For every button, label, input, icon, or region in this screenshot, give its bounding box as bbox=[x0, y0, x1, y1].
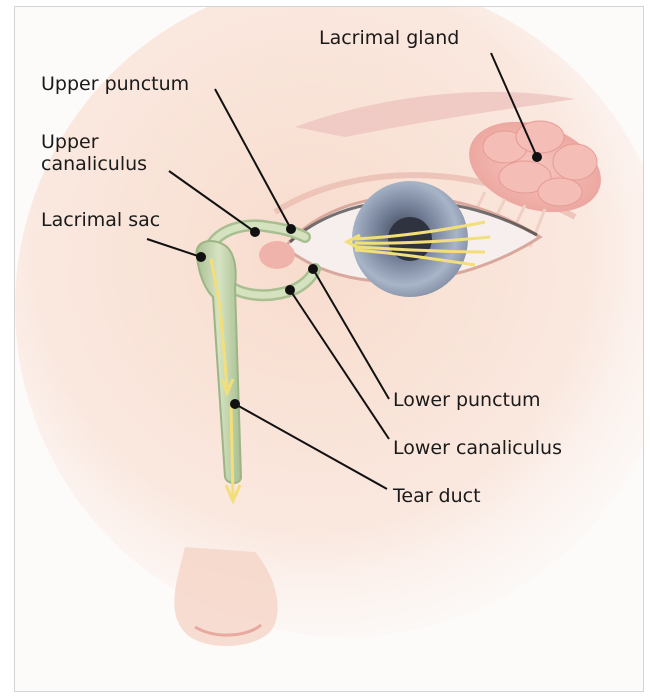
label-lower-canaliculus: Lower canaliculus bbox=[393, 437, 562, 459]
label-lacrimal-gland: Lacrimal gland bbox=[319, 27, 459, 49]
label-tear-duct: Tear duct bbox=[393, 485, 481, 507]
label-lower-punctum: Lower punctum bbox=[393, 389, 541, 411]
label-lacrimal-sac: Lacrimal sac bbox=[41, 209, 160, 231]
label-upper-canaliculus-line1: Upper bbox=[41, 131, 99, 153]
eye-anatomy-illustration bbox=[15, 7, 643, 691]
label-upper-canaliculus-line2: canaliculus bbox=[41, 153, 147, 175]
caruncle bbox=[259, 241, 295, 269]
diagram-frame: Lacrimal gland Upper punctum Upper canal… bbox=[14, 6, 644, 692]
label-upper-punctum: Upper punctum bbox=[41, 73, 189, 95]
nose bbox=[174, 547, 277, 646]
